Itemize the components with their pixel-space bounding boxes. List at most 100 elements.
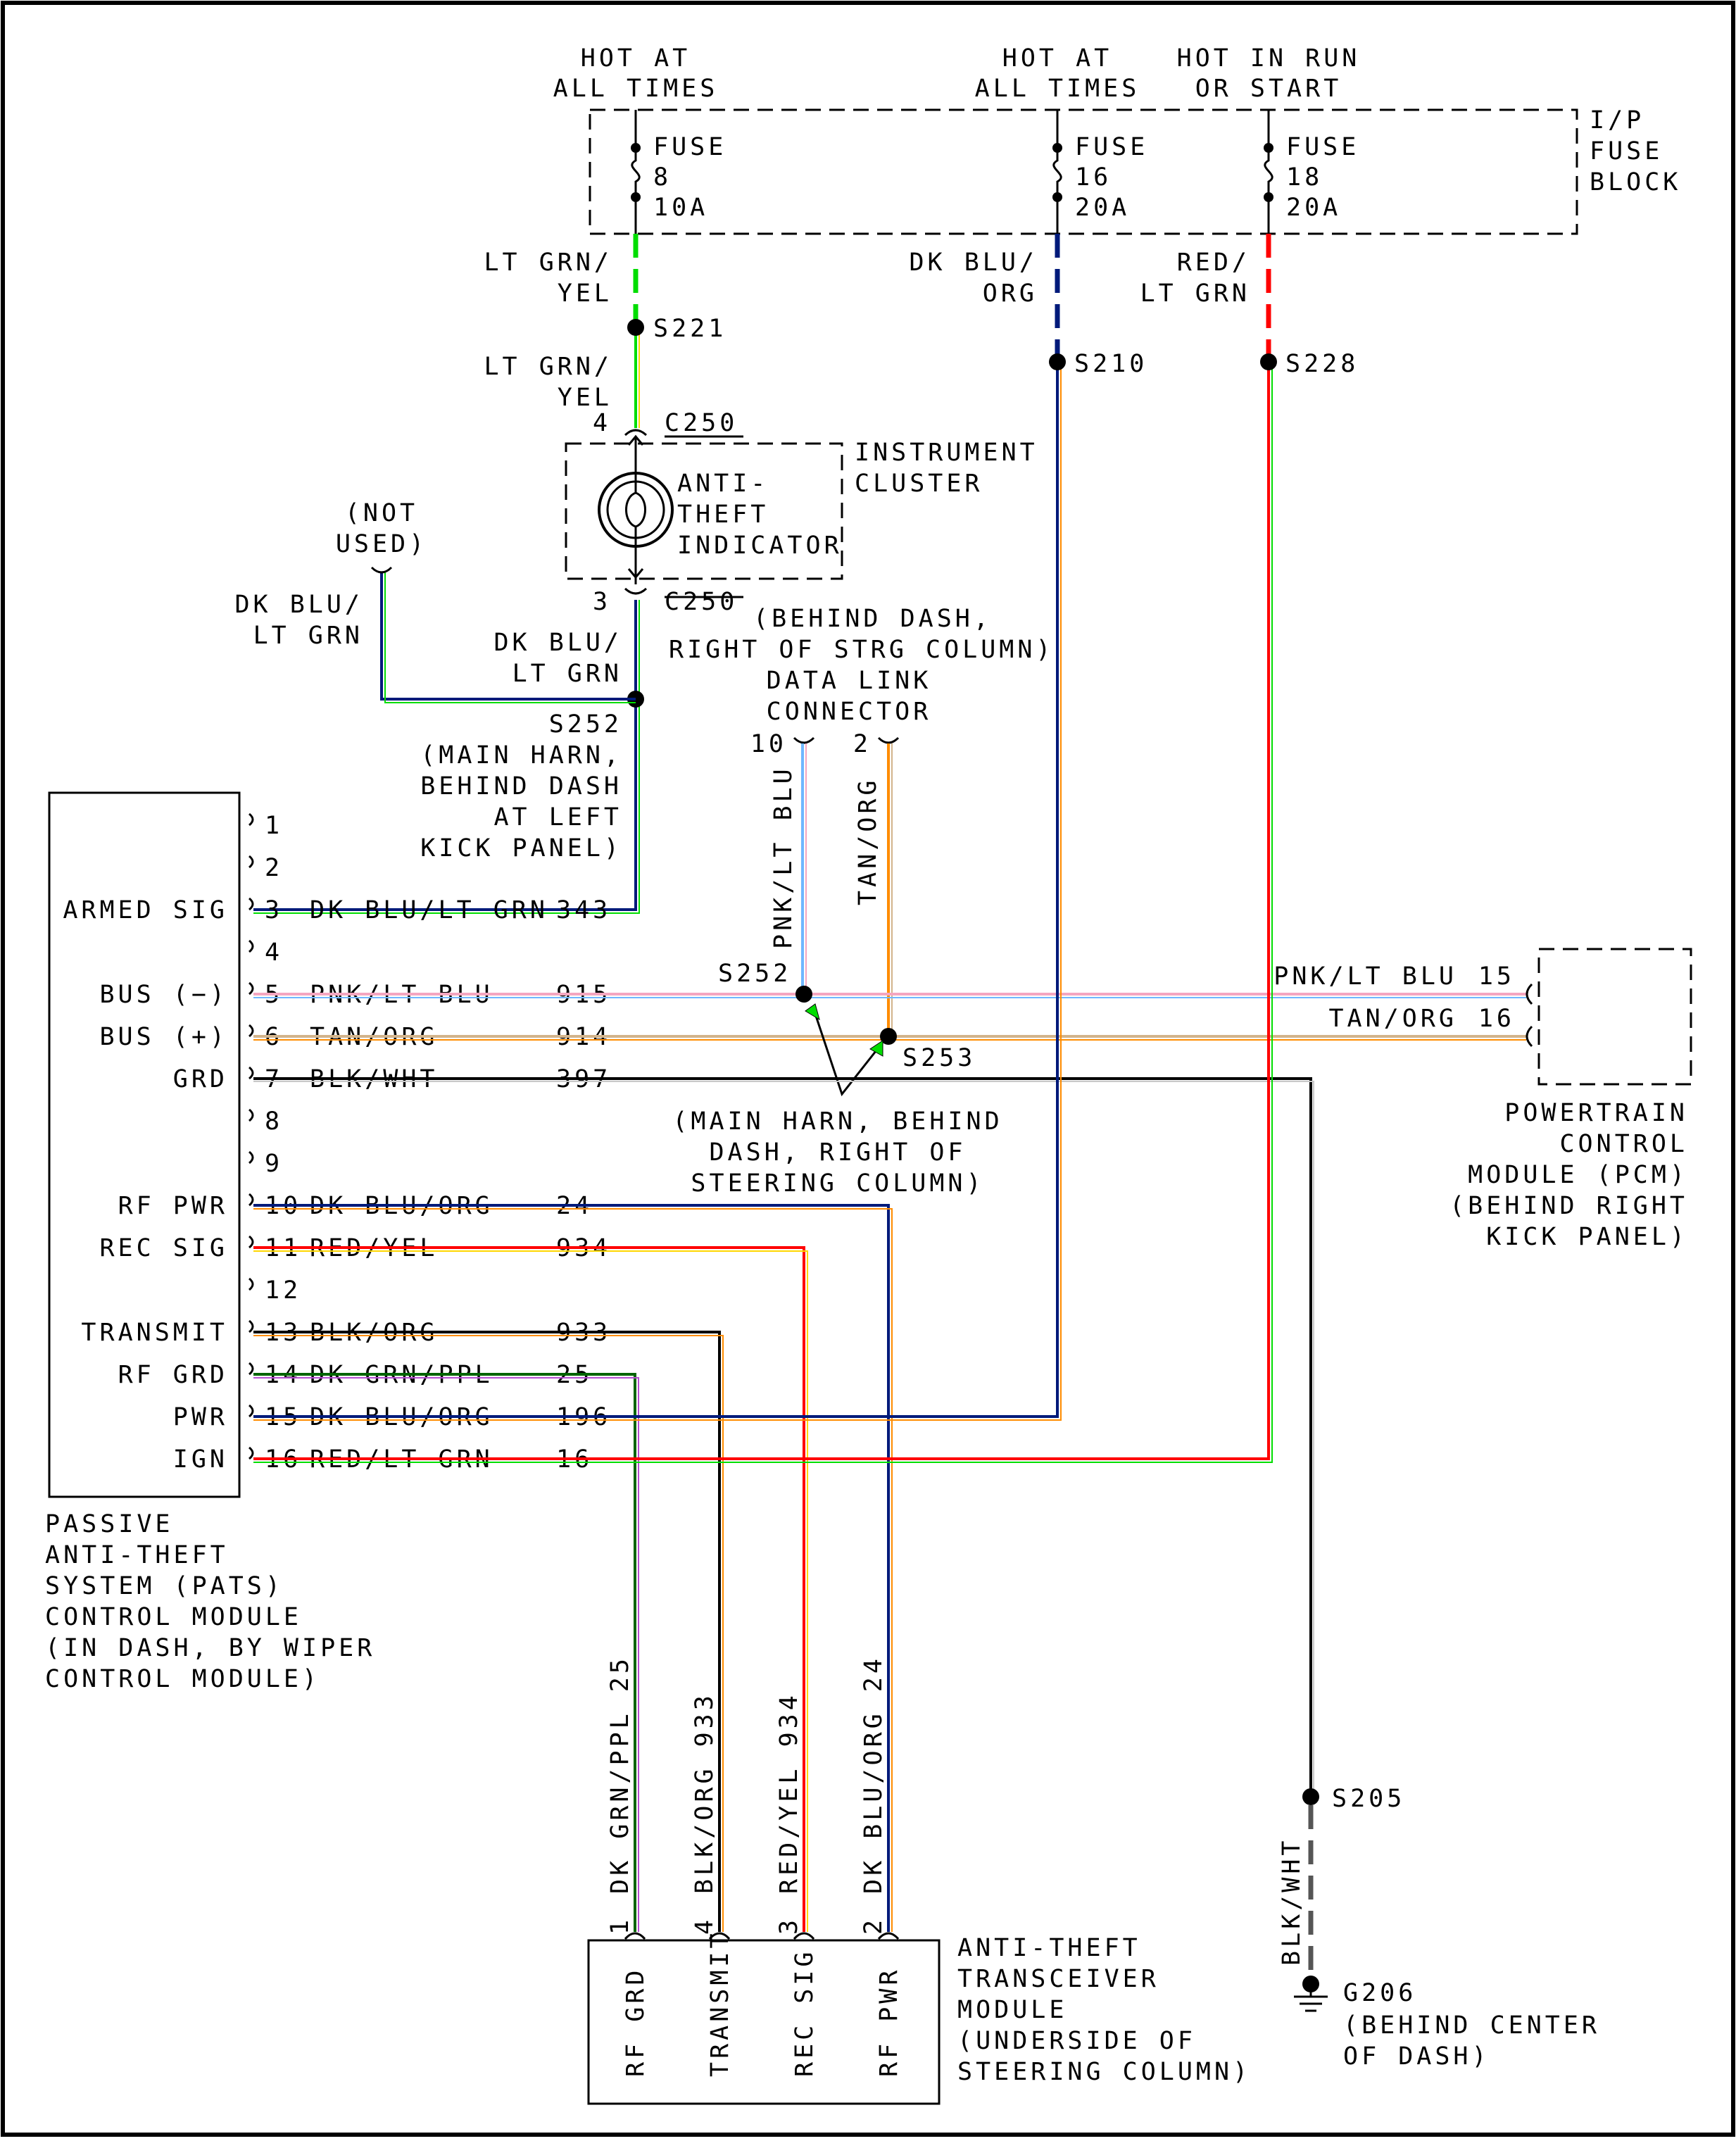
cluster-arrow-bottom [627,568,644,579]
pcm-pin15-num: 15 [1478,962,1515,991]
pcm-pin16-num: 16 [1478,1005,1515,1033]
ground-symbol [1294,1984,1328,2012]
fuse-16-hot-1: HOT AT [1002,44,1112,73]
fuse-16-element [1052,148,1062,197]
pats-pin-connector [249,1319,254,1333]
dlc-pin2-connector [877,736,900,744]
pcm-label-4: (BEHIND RIGHT [1449,1192,1688,1220]
pats-pin-connector [249,1108,254,1122]
indicator-label-1: ANTI- [677,470,769,498]
fuse-8-hot-1: HOT AT [581,44,691,73]
wire-196-dk-blu-org [253,362,1059,1418]
c250-top-pin: 4 [593,409,611,437]
ground-note-1: (BEHIND CENTER [1343,2011,1600,2040]
ground-wire-label: BLK/WHT [1278,1837,1306,1966]
transceiver-label-4: (UNDERSIDE OF [957,2027,1196,2055]
bus-note-arrow-right [869,1040,883,1057]
ground-g206-label: G206 [1343,1979,1416,2007]
pcm-label-1: POWERTRAIN [1504,1099,1688,1127]
splice-s252-bus [795,986,812,1003]
s252-note-3: AT LEFT [493,803,622,831]
fuse-block-outline [589,108,1578,235]
bus-note-arrow-left [805,1003,820,1021]
dlc-pin2-label: 2 [853,730,872,758]
fuse-16-label-1: FUSE [1075,133,1148,161]
fuse-8-label-3: 10A [653,194,708,222]
pats-pin-connector [249,1066,254,1080]
not-used-connector [370,566,393,574]
dlc2-wire-label: TAN/ORG [854,777,882,905]
wire-25-dk-grn-ppl [253,1373,636,1932]
dlc-note-4: CONNECTOR [767,698,932,726]
fuse-block-label-1: I/P [1590,106,1644,134]
splice-s221-label: S221 [653,315,727,343]
splice-s221 [627,319,644,336]
fuse-18-hot-2: OR START [1195,75,1342,103]
pcm-pin16-wire: TAN/ORG [1328,1005,1457,1033]
lamp-filament [625,473,646,546]
dlc-note-3: DATA LINK [767,667,932,695]
wire-933-tracer [253,1335,724,1932]
transceiver-label-1: ANTI-THEFT [957,1934,1141,1962]
fuse-16-label-2: 16 [1075,163,1112,192]
dlc-pin10-label: 10 [750,730,787,758]
splice-s252-bus-label: S252 [718,960,791,988]
pats-pin-name: RF PWR [118,1192,228,1220]
pats-pin-connector [249,812,254,827]
transceiver-module-box [587,1939,941,2105]
wire-24-tracer [253,1208,893,1932]
pats-pin-name: BUS (+) [99,1023,228,1051]
c250-top-connector [624,429,648,437]
pats-pin-name: BUS (−) [99,981,228,1009]
fuse18-wire-label-1: RED/ [1177,249,1250,277]
pats-module-box [48,791,241,1498]
pats-pin-circuit: 343 [556,896,611,924]
pats-pin-connector [249,1024,254,1038]
transceiver-pin-number: 4 [691,1916,719,1935]
transceiver-pin-wire: BLK/ORG 933 [691,1692,719,1894]
fuse16-wire-label-2: ORG [983,280,1038,308]
transceiver-pin-wire: DK BLU/ORG 24 [860,1655,888,1894]
bus-note-1: (MAIN HARN, BEHIND [672,1107,1002,1136]
wire-16-red-lt-grn [253,362,1270,1460]
fuse-8-hot-2: ALL TIMES [553,75,719,103]
fuse18-wire-label-2: LT GRN [1140,280,1250,308]
c250-top-label: C250 [665,409,738,437]
instrument-cluster-label-2: CLUSTER [855,470,983,498]
pats-pin-connector [249,1193,254,1207]
splice-s228 [1260,353,1277,370]
fuse-18-element [1264,148,1273,197]
pats-pin-connector [249,1277,254,1291]
splice-s253 [880,1028,897,1045]
instrument-cluster-label-1: INSTRUMENT [855,439,1038,467]
transceiver-pin-wire: RED/YEL 934 [775,1692,803,1894]
fuse-18-label-3: 20A [1286,194,1341,222]
not-used-wire-label-2: LT GRN [253,622,363,650]
pats-module-label-4: CONTROL MODULE [45,1603,302,1631]
pcm-label-3: MODULE (PCM) [1468,1161,1688,1189]
splice-s205-label: S205 [1332,1785,1405,1813]
bus-note-pointer [812,1009,880,1097]
splice-s210 [1049,353,1066,370]
fuse-18-hot-1: HOT IN RUN [1177,44,1361,73]
dlc10-wire-label: PNK/LT BLU [769,765,798,949]
transceiver-pin-connector [708,1932,731,1940]
fuse-8-element [631,148,641,197]
ground-note-2: OF DASH) [1343,2042,1490,2071]
splice-s252-top-label: S252 [549,710,622,739]
s252-note-2: BEHIND DASH [420,772,622,800]
transceiver-label-2: TRANSCEIVER [957,1965,1159,1993]
fuse8-wire-label-3: LT GRN/ [484,353,612,381]
s252-wire-label-1: DK BLU/ [493,629,622,657]
s252-wire-label-2: LT GRN [512,660,622,688]
wire-24-dk-blu-org [253,1204,890,1932]
pats-pin-connector [249,1150,254,1164]
pats-pin-connector [249,855,254,869]
fuse-8-label-2: 8 [653,163,672,192]
pcm-outline [1537,948,1692,1086]
fuse-18-label-1: FUSE [1286,133,1359,161]
transceiver-pin-wire: DK GRN/PPL 25 [606,1655,634,1894]
pats-pin-name: REC SIG [99,1234,228,1262]
